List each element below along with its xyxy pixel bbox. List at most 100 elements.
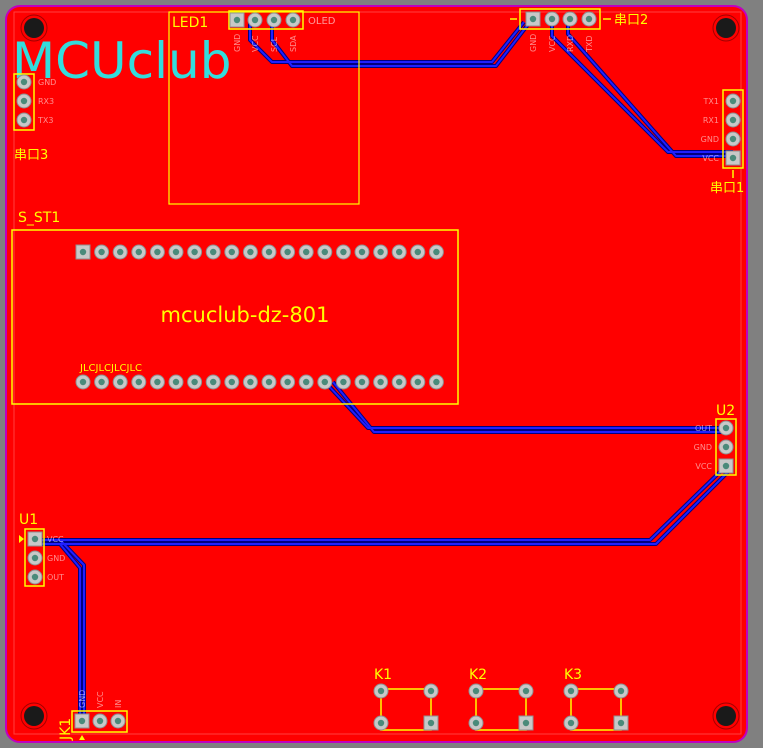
uart3-pad <box>16 93 32 109</box>
u1-ref: U1 <box>19 512 38 528</box>
mounting-hole <box>712 702 740 730</box>
s-st1-pad-bottom <box>410 374 426 390</box>
s-st1-pad-bottom <box>391 374 407 390</box>
uart3-pad <box>16 74 32 90</box>
led1-pad <box>285 12 301 28</box>
pin-label: GND <box>529 34 538 52</box>
k2-pad <box>518 683 534 699</box>
pin-label: VCC <box>702 154 719 163</box>
s-st1-pad-top <box>335 244 351 260</box>
s-st1-pad-top <box>428 244 444 260</box>
pin-label: VCC <box>47 535 64 544</box>
u2-ref: U2 <box>716 403 735 419</box>
k1-pad <box>423 683 439 699</box>
s-st1-pad-top <box>131 244 147 260</box>
k3-pad <box>563 683 579 699</box>
jk1-pad <box>92 713 108 729</box>
k3-footprint: K3 <box>563 667 629 731</box>
jk1-ref: JK1 <box>58 718 74 741</box>
jk1-pad <box>110 713 126 729</box>
board-logo: MCUclub <box>12 32 231 90</box>
s-st1-pad-top <box>94 244 110 260</box>
pin-label: VCC <box>96 691 105 708</box>
s-st1-pad-top <box>224 244 240 260</box>
pin-label: TX1 <box>703 97 719 106</box>
board-label: mcuclub-dz-801 <box>161 303 330 327</box>
u2-pad <box>718 458 734 474</box>
s-st1-pad-top <box>205 244 221 260</box>
uart2-pad <box>544 11 560 27</box>
led1-name: OLED <box>308 16 336 27</box>
pin-label: OUT <box>47 573 64 582</box>
pin-label: GND <box>233 34 242 52</box>
u1-pad <box>27 550 43 566</box>
s-st1-pad-bottom <box>261 374 277 390</box>
u2-pad <box>718 439 734 455</box>
s-st1-ref: S_ST1 <box>18 210 60 226</box>
uart1-ref: 串口1 <box>710 181 744 196</box>
k3-pad <box>563 715 579 731</box>
k1-pad <box>373 715 389 731</box>
k1-ref: K1 <box>374 667 392 683</box>
s-st1-pad-bottom <box>94 374 110 390</box>
mounting-hole <box>712 14 740 42</box>
pin-label: TXD <box>585 35 594 53</box>
pin-label: VCC <box>695 462 712 471</box>
traces <box>35 20 733 720</box>
s-st1-pad-top <box>298 244 314 260</box>
k2-footprint: K2 <box>468 667 534 731</box>
u2-pad <box>718 420 734 436</box>
u1-pad <box>27 569 43 585</box>
pin-label: GND <box>701 135 719 144</box>
s-st1-pad-bottom <box>373 374 389 390</box>
s-st1-pad-bottom <box>187 374 203 390</box>
k2-pad <box>468 715 484 731</box>
led1-pad <box>247 12 263 28</box>
k3-pad <box>613 715 629 731</box>
s-st1-pad-top <box>280 244 296 260</box>
s-st1-pad-top <box>187 244 203 260</box>
mounting-hole <box>20 14 48 42</box>
s-st1-pad-bottom <box>224 374 240 390</box>
pin-label: VCC <box>251 35 260 52</box>
uart3-ref: 串口3 <box>14 148 48 163</box>
led1-pad <box>229 12 245 28</box>
pin-label: TX3 <box>37 116 53 125</box>
s-st1-pad-bottom <box>149 374 165 390</box>
s-st1-pad-bottom <box>112 374 128 390</box>
pin-label: VCC <box>548 35 557 52</box>
pin-label: GND <box>694 443 712 452</box>
u1-footprint: U1 VCC GND OUT <box>19 512 65 587</box>
s-st1-pad-top <box>317 244 333 260</box>
s-st1-pad-bottom <box>168 374 184 390</box>
s-st1-pad-bottom <box>242 374 258 390</box>
u1-pad <box>27 531 43 547</box>
uart3-pad <box>16 112 32 128</box>
pin-label: GND <box>78 690 87 708</box>
uart2-pad <box>562 11 578 27</box>
uart2-ref: 串口2 <box>614 13 648 28</box>
jk1-pad <box>74 713 90 729</box>
s-st1-pad-top <box>373 244 389 260</box>
pin-label: SCL <box>270 36 279 52</box>
s-st1-pad-top <box>391 244 407 260</box>
mounting-hole <box>20 702 48 730</box>
board-edge <box>13 11 742 735</box>
jk1-footprint: JK1 GND VCC IN <box>58 690 128 741</box>
k1-pad <box>373 683 389 699</box>
s-st1-pad-top <box>261 244 277 260</box>
led1-ref: LED1 <box>172 15 208 31</box>
k2-pad <box>518 715 534 731</box>
pin-label: RX3 <box>38 97 54 106</box>
s-st1-pad-top <box>168 244 184 260</box>
s-st1-pad-bottom <box>354 374 370 390</box>
k1-footprint: K1 <box>373 667 439 731</box>
pin-label: IN <box>114 700 123 708</box>
s-st1-pad-bottom <box>335 374 351 390</box>
pin-label: GND <box>47 554 65 563</box>
mounting-holes <box>20 14 740 730</box>
s-st1-pad-top <box>354 244 370 260</box>
